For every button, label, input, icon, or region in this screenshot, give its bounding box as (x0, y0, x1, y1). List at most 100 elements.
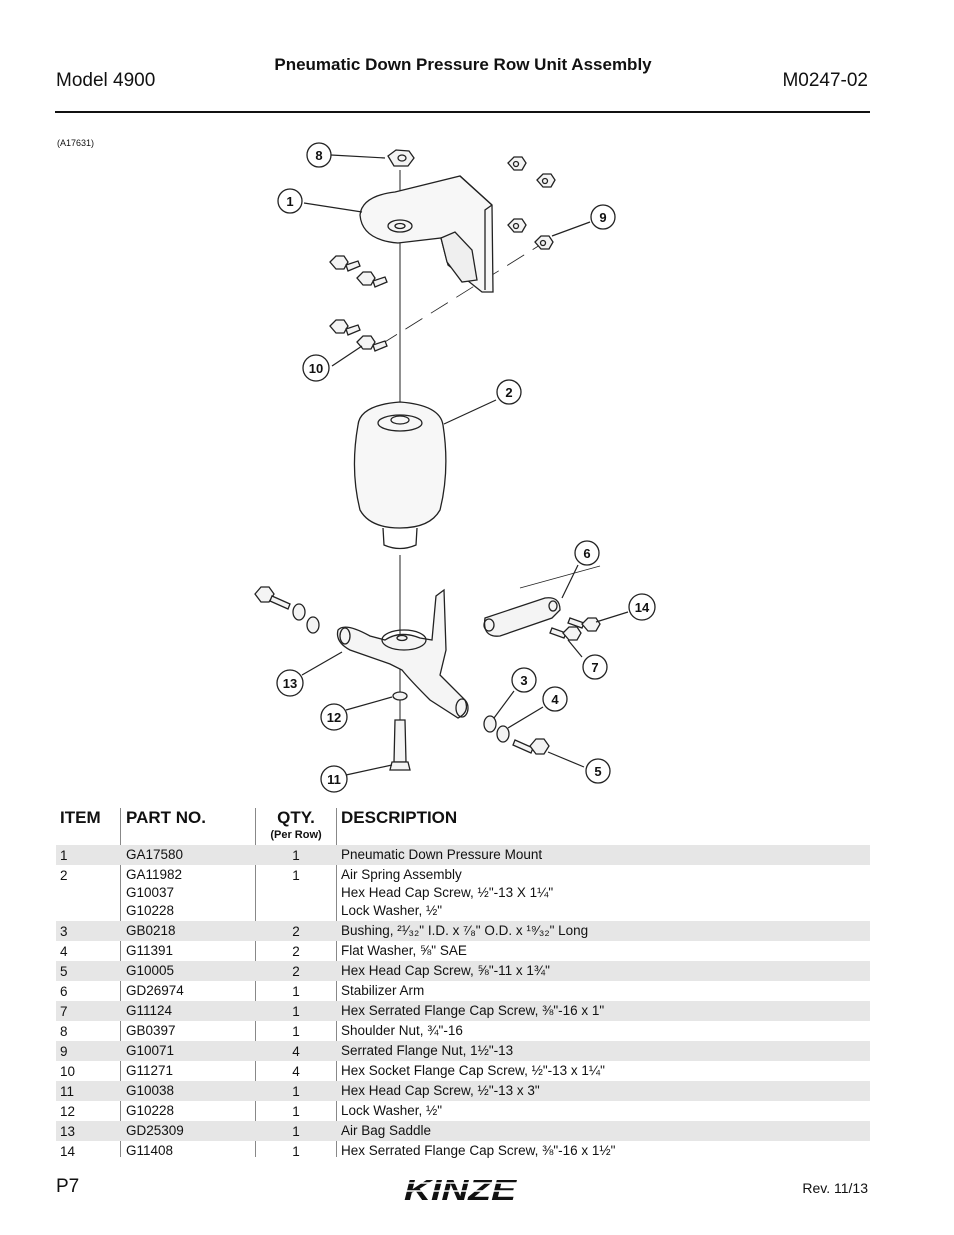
description: Lock Washer, ½" (341, 1101, 442, 1120)
description-line: Shoulder Nut, ¾"-16 (341, 1023, 463, 1038)
quantity: 4 (292, 1064, 300, 1079)
header-qty: QTY. (277, 808, 315, 827)
callout-13-circle (276, 669, 304, 697)
part-number-line: G10228 (126, 1103, 175, 1118)
item-number: 3 (60, 924, 68, 939)
description-line: Lock Washer, ½" (341, 903, 443, 918)
item-number: 6 (60, 984, 68, 999)
description: Shoulder Nut, ¾"-16 (341, 1021, 463, 1040)
part-number-line: GD25309 (126, 1123, 184, 1138)
shoulder-nut-part (387, 149, 415, 167)
part-number-line: G10037 (126, 885, 175, 900)
document-number: M0247-02 (782, 70, 868, 91)
callout-5: 5 (594, 764, 601, 779)
callout-14-circle (628, 593, 656, 621)
callout-13: 13 (283, 676, 297, 691)
description: Pneumatic Down Pressure Mount (341, 845, 542, 864)
description-line: Hex Head Cap Screw, ½"-13 X 1¼" (341, 885, 554, 900)
header-item: ITEM (60, 808, 101, 827)
description: Hex Serrated Flange Cap Screw, ⅜"-16 x 1… (341, 1001, 604, 1020)
part-number-line: G10228 (126, 903, 175, 918)
quantity: 1 (292, 1004, 300, 1019)
quantity: 1 (292, 848, 300, 863)
description-line: Pneumatic Down Pressure Mount (341, 847, 543, 862)
callout-8-circle (306, 142, 332, 168)
part-number-line: G11271 (126, 1063, 174, 1078)
header-divider (55, 111, 870, 113)
part-number: G11271 (126, 1061, 173, 1080)
item-number: 8 (60, 1024, 68, 1039)
description: Hex Head Cap Screw, ⅝"-11 x 1¾" (341, 961, 550, 980)
callout-6: 6 (583, 546, 590, 561)
part-number: G10005 (126, 961, 174, 980)
description-line: Serrated Flange Nut, 1½"-13 (341, 1043, 514, 1058)
description: Stabilizer Arm (341, 981, 424, 1000)
item-number: 11 (60, 1084, 75, 1099)
description-line: Bushing, ²¹⁄₃₂" I.D. x ⁷⁄₈" O.D. x ¹⁹⁄₃₂… (341, 923, 589, 938)
description-line: Flat Washer, ⅝" SAE (341, 943, 467, 958)
callout-1: 1 (286, 194, 293, 209)
part-number: GA17580 (126, 845, 183, 864)
column-divider (336, 808, 337, 1157)
header-part-no: PART NO. (126, 808, 206, 827)
item-number: 2 (60, 868, 68, 883)
leader-lines (301, 154, 629, 776)
description: Hex Head Cap Screw, ½"-13 x 3" (341, 1081, 540, 1100)
item-number: 5 (60, 964, 68, 979)
part-number-line: G11391 (126, 943, 174, 958)
part-number: GB0397 (126, 1021, 176, 1040)
callout-2: 2 (505, 385, 512, 400)
callout-12: 12 (327, 710, 341, 725)
callout-8: 8 (315, 148, 322, 163)
callout-7: 7 (591, 660, 598, 675)
callout-7-circle (582, 654, 608, 680)
callout-11: 11 (327, 772, 341, 787)
stabilizer-arm-part (483, 565, 601, 637)
item-number: 9 (60, 1044, 68, 1059)
air-spring-part (353, 401, 447, 550)
item-number: 10 (60, 1064, 76, 1079)
part-number-line: G10038 (126, 1083, 175, 1098)
part-number: G10038 (126, 1081, 174, 1100)
item-number: 4 (60, 944, 68, 959)
header-qty-sub: (Per Row) (270, 829, 322, 841)
description: Hex Serrated Flange Cap Screw, ⅜"-16 x 1… (341, 1141, 615, 1160)
callout-1-circle (277, 188, 303, 214)
pneumatic-mount-part (359, 175, 494, 293)
callout-14: 14 (635, 600, 650, 615)
kinze-logo: KINZE (404, 1175, 518, 1206)
callout-5-circle (585, 758, 611, 784)
part-number-line: G10005 (126, 963, 175, 978)
callout-6-circle (574, 540, 600, 566)
callout-9: 9 (599, 210, 606, 225)
item-number: 13 (60, 1124, 76, 1139)
quantity: 1 (292, 868, 300, 883)
description: Hex Socket Flange Cap Screw, ½"-13 x 1¼" (341, 1061, 605, 1080)
bolt-line (379, 244, 541, 346)
part-number-line: GA11982 (126, 867, 183, 882)
quantity: 1 (292, 1104, 300, 1119)
callout-3: 3 (520, 673, 527, 688)
quantity: 1 (292, 984, 300, 999)
quantity: 1 (292, 1144, 300, 1159)
description-line: Air Bag Saddle (341, 1123, 432, 1138)
socket-cap-screw-parts (329, 255, 388, 352)
callout-3-circle (511, 667, 537, 693)
part-number: GD25309 (126, 1121, 184, 1140)
quantity: 2 (292, 924, 300, 939)
part-number-line: G11124 (126, 1003, 173, 1018)
part-number-line: G11408 (126, 1143, 174, 1158)
part-number: G11408 (126, 1141, 173, 1160)
revision-label: Rev. 11/13 (802, 1180, 868, 1196)
